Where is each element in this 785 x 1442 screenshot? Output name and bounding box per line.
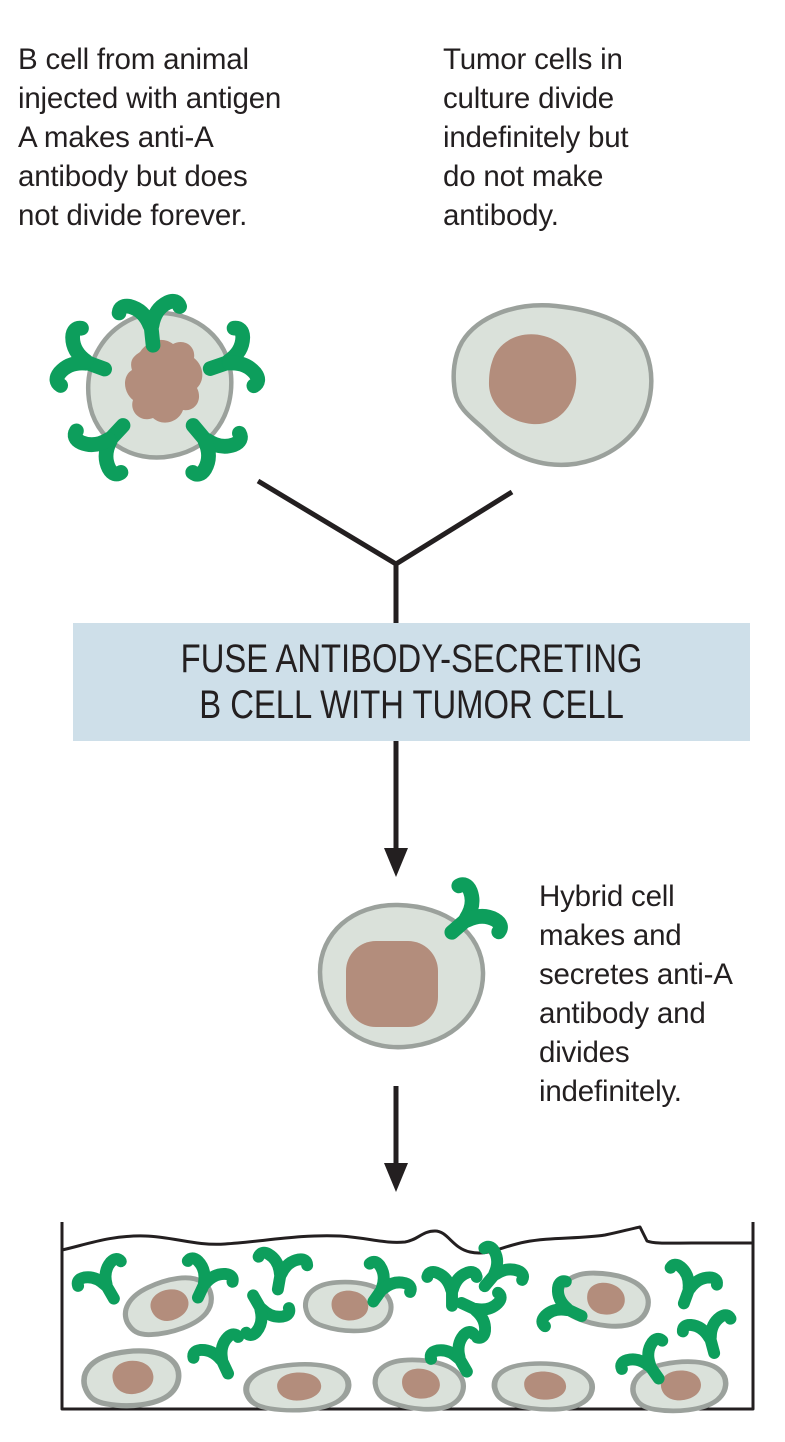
hybrid-cell-small [245,1362,350,1413]
fuse-step-text: FUSE ANTIBODY-SECRETING B CELL WITH TUMO… [181,636,643,728]
culture-dish [60,1222,755,1415]
antibody-icon [682,1314,738,1359]
tumor-cell-caption: Tumor cells in culture divide indefinite… [443,43,629,232]
hybrid-cell-small [494,1362,593,1411]
fuse-junction-lines [256,478,514,624]
down-arrow-1 [384,741,408,877]
hybrid-cell-caption: Hybrid cell makes and secretes anti-A an… [539,880,733,1108]
liquid-surface-line [61,1225,753,1255]
hybrid-cell-small [82,1347,181,1409]
b-cell-caption: B cell from animal injected with antigen… [18,43,282,232]
fuse-step-line2: B CELL WITH TUMOR CELL [199,683,624,727]
hybrid-cell [317,882,503,1050]
hybrid-cell-small [557,1268,652,1331]
hybrid-cell-nucleus [346,941,438,1027]
tumor-cell [451,303,654,468]
antibody-icon [191,1333,250,1384]
antibody-icon [661,1263,719,1312]
b-cell [55,301,260,478]
fuse-step-banner: FUSE ANTIBODY-SECRETING B CELL WITH TUMO… [73,623,750,741]
down-arrow-2 [384,1086,408,1192]
hybrid-cell-small [373,1356,465,1412]
antibody-icon [254,1252,308,1294]
b-cell-nucleus [124,339,203,423]
fuse-step-line1: FUSE ANTIBODY-SECRETING [180,637,643,681]
tumor-cell-nucleus [488,334,577,425]
